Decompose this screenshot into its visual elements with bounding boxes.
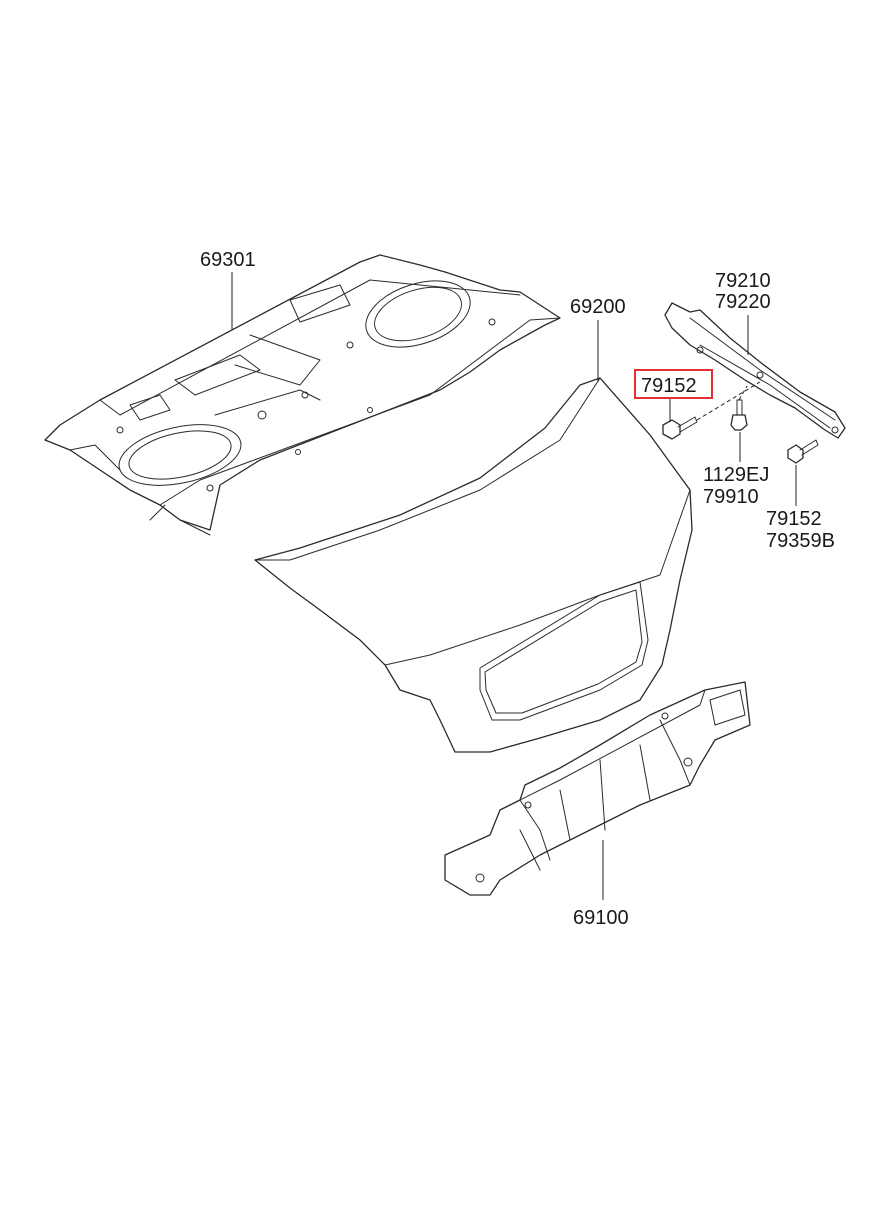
trunk-hinge[interactable] [664,302,846,439]
label-79210: 79210 [715,270,771,292]
label-79152-highlighted[interactable]: 79152 [641,375,697,397]
label-79220: 79220 [715,291,771,313]
label-69301: 69301 [200,249,256,271]
label-69100: 69100 [573,907,629,929]
label-1129ej: 1129EJ [703,464,769,486]
bolt-alignment-line [696,381,761,421]
label-79359b: 79359B [766,530,835,552]
bolt-79152-b[interactable] [787,439,819,464]
bolt-79152-a[interactable] [662,416,698,440]
trunk-lid[interactable] [254,377,693,753]
stud-1129ej[interactable] [730,399,748,431]
label-79910: 79910 [703,486,759,508]
rear-package-tray[interactable] [44,254,561,536]
label-79152: 79152 [766,508,822,530]
highlight-box [634,369,713,399]
label-69200: 69200 [570,296,626,318]
stud-alignment-line [738,385,748,401]
back-panel[interactable] [444,681,751,896]
